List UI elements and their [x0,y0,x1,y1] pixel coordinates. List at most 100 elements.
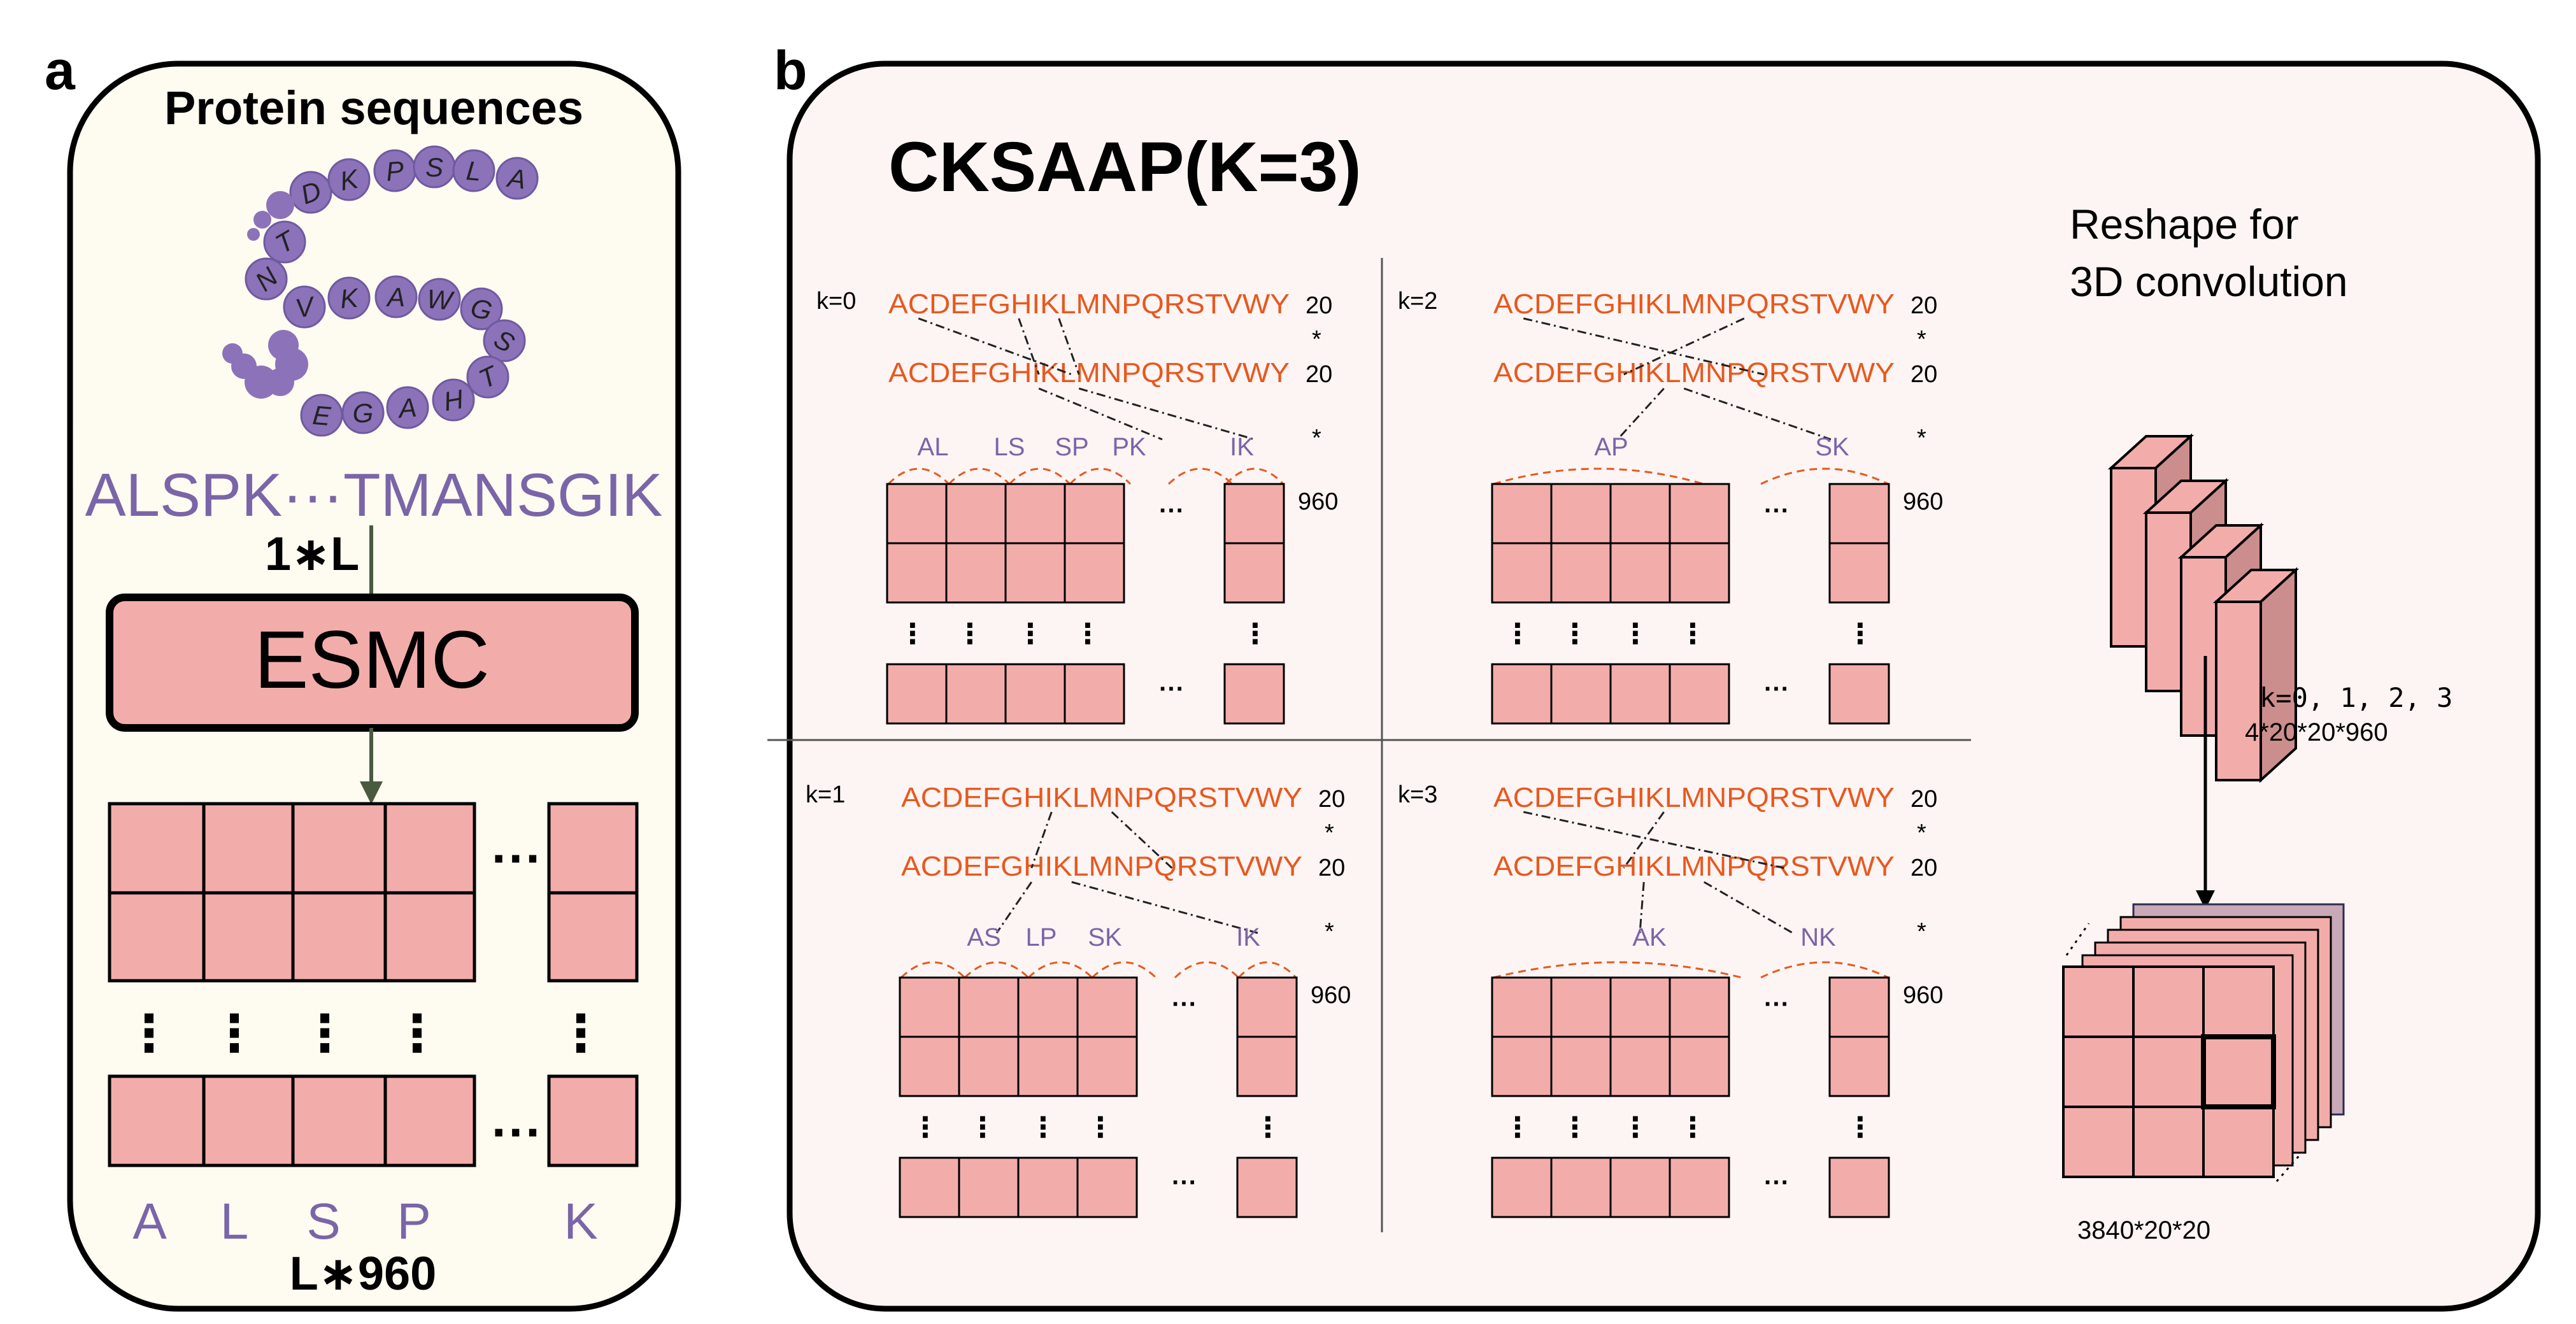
embedding-cell [547,1074,639,1167]
tensor-front-cell [2062,965,2135,1038]
feature-cell [1828,542,1890,604]
embedding-ellipsis-bottom: ··· [492,1104,543,1160]
feature-cell [1609,663,1671,725]
embedding-vdots: ⋮ [209,1005,260,1062]
amino-acid-bead [283,285,326,329]
feature-vdots: ⋮ [1504,1112,1532,1143]
pair-connector-line [1038,387,1163,441]
tensor-front-cell [2062,1106,2135,1178]
feature-cell [886,663,948,725]
pair-connector-line [1623,811,1665,869]
feature-ellipsis: ··· [1764,1169,1790,1197]
multiply-star: * [1917,326,1926,353]
4d-dims-label: 4*20*20*960 [2245,718,2388,746]
feature-cell [958,1157,1020,1218]
embedding-cell [291,1074,387,1167]
feature-cell [945,663,1007,725]
amino-acid-bead [460,287,503,331]
embedding-cell [291,891,387,983]
amino-acid-bead-small [253,211,271,229]
feature-cell [1828,1036,1890,1097]
tensor-highlight-cell [2201,1034,2276,1109]
feature-vdots: ⋮ [1074,618,1102,650]
panel-a-title: Protein sequences [164,82,583,134]
aa-pair-label: AK [1632,923,1667,951]
feature-cell [1017,1036,1079,1097]
tensor-front-cell [2132,1036,2205,1108]
k-label: k=3 [1398,781,1437,808]
feature-vdots: ⋮ [1561,618,1589,650]
tensor-front-cell [2202,1036,2275,1108]
feature-cell [958,976,1020,1038]
feature-cell [1236,976,1298,1038]
feature-cell [1236,1157,1298,1218]
feature-cell [1609,1157,1671,1218]
multiply-star: * [1917,425,1926,452]
embedding-vdots: ⋮ [299,1005,350,1062]
feature-vdots: ⋮ [1254,1112,1282,1143]
aa-alphabet-bottom: ACDEFGHIKLMNPQRSTVWY [888,357,1290,388]
feature-vdots: ⋮ [1504,618,1532,650]
feature-cell [1017,976,1079,1038]
alphabet-size: 20 [1911,855,1937,881]
feature-ellipsis: ··· [1764,675,1790,703]
amino-acid-bead [483,319,526,362]
alphabet-size: 20 [1306,292,1332,319]
amino-acid-bead [263,220,306,264]
multiply-star: * [1917,820,1926,846]
feature-cell [1491,1036,1553,1097]
feature-cell [1076,976,1138,1038]
pair-connector-line [1111,811,1173,869]
embedding-vdots: ⋮ [555,1005,606,1062]
pair-connector-line [918,317,1072,376]
alphabet-size: 20 [1306,361,1332,388]
aa-pair-label: LS [994,433,1025,461]
embedding-ellipsis: ··· [492,830,543,886]
feature-vdots: ⋮ [1846,1112,1874,1143]
feature-cell [1491,663,1553,725]
pair-arc [1493,467,1704,485]
k-values-label: k=0, 1, 2, 3 [2259,682,2452,713]
feature-cell [1223,663,1285,725]
pair-connector-line [995,881,1032,934]
tensor-front-cell [2202,965,2275,1038]
aa-pair-label: NK [1800,923,1836,951]
k-label: k=2 [1398,288,1437,315]
amino-acid-bead-small [247,228,260,241]
aa-pair-label: SK [1815,433,1849,461]
residue-label: P [397,1193,431,1249]
amino-acid-bead [452,149,495,192]
feature-cell [1064,483,1125,545]
embedding-dims-label: L∗960 [290,1247,437,1300]
protein-sequence-text: ALSPK···TMANSGIK [85,461,663,529]
aa-alphabet-top: ACDEFGHIKLMNPQRSTVWY [1493,288,1895,320]
amino-acid-bead [386,386,429,429]
amino-acid-bead-small [266,191,294,219]
feature-vdots: ⋮ [1086,1112,1114,1143]
embedding-vdots: ⋮ [124,1005,174,1062]
feature-cell [1236,1036,1298,1097]
feature-cell [1609,976,1671,1038]
feature-ellipsis: ··· [1764,990,1790,1018]
feature-cell [945,542,1007,604]
embedding-cell [547,891,639,983]
feature-vdots: ⋮ [1679,1112,1707,1143]
feature-cell [1669,1157,1730,1218]
feature-cell [899,976,960,1038]
pair-connector-line [1523,811,1785,869]
alphabet-size: 20 [1911,786,1937,813]
amino-acid-letter: E [311,400,332,431]
pair-connector-line [1523,317,1765,376]
feature-vdots: ⋮ [1029,1112,1057,1143]
feature-cell [1064,542,1125,604]
feature-cell [1223,542,1285,604]
aa-alphabet-top: ACDEFGHIKLMNPQRSTVWY [1493,782,1895,813]
stack-depth-dots [2065,923,2090,956]
amino-acid-letter: P [385,155,405,187]
residue-label: S [306,1193,340,1249]
pair-arc [1237,961,1297,979]
